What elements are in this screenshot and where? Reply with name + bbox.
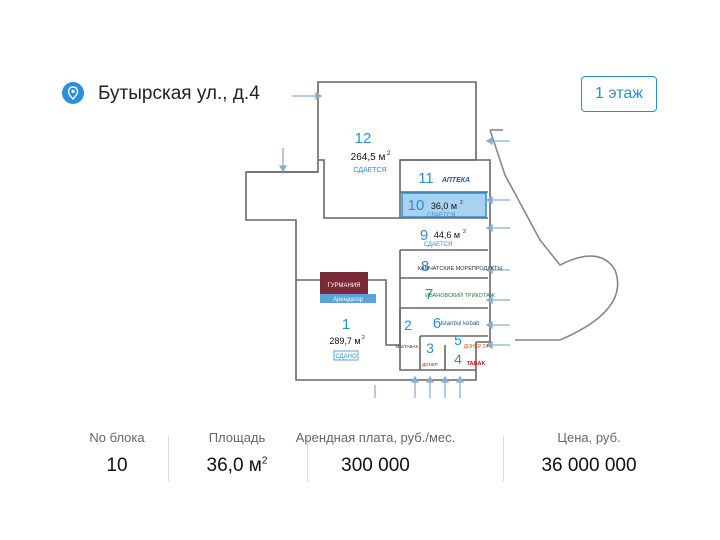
unit-1-area: 289,7 м bbox=[329, 336, 360, 346]
tenant-kamchatskie: КАМЧАТСКИЕ МОРЕПРОДУКТЫ bbox=[418, 266, 503, 272]
location-pin-glyph bbox=[67, 86, 79, 100]
stat-area-value: 36,0 м bbox=[206, 455, 262, 476]
unit-9-area-sup: 2 bbox=[463, 229, 466, 235]
unit-1-status-badge bbox=[333, 350, 359, 361]
unit-9-number: 9 bbox=[420, 227, 428, 244]
unit-1-area-sup: 2 bbox=[362, 335, 365, 341]
address-title: Бутырская ул., д.4 bbox=[98, 83, 260, 104]
unit-10-status: СДАЕТСЯ bbox=[427, 213, 456, 219]
stat-divider bbox=[168, 436, 169, 482]
tenant-apteka: АПТЕКА bbox=[441, 177, 470, 184]
tenant-istanbul-kebab: Istanbul kebab bbox=[440, 321, 480, 327]
unit-8-number: 8 bbox=[421, 258, 429, 275]
tenant-ivanovsky: ИВАНОВСКИЙ ТРИКОТАЖ bbox=[425, 291, 495, 299]
stat-price-value: 36 000 000 bbox=[541, 455, 637, 476]
stat-block-label: No блока bbox=[89, 430, 145, 445]
unit-10-number: 10 bbox=[408, 197, 425, 214]
unit-12-number: 12 bbox=[355, 130, 372, 147]
stat-block-value: 10 bbox=[106, 455, 128, 476]
unit-1-number: 1 bbox=[342, 316, 350, 333]
unit-3-number: 3 bbox=[426, 340, 434, 356]
stat-rent: Арендная плата, руб./мес. 300 000 bbox=[288, 430, 463, 477]
stat-area-sup: 2 bbox=[261, 455, 268, 467]
floor-plan: 12 11 10 9 8 7 6 5 4 3 2 1 264,5 м 2 СДА… bbox=[245, 81, 619, 398]
stat-price: Цена, руб. 36 000 000 bbox=[504, 430, 674, 477]
unit-10-area-sup: 2 bbox=[460, 200, 463, 206]
unit-2-number: 2 bbox=[404, 317, 412, 333]
unit-10-highlight[interactable] bbox=[401, 192, 487, 218]
stat-price-label: Цена, руб. bbox=[557, 430, 621, 445]
stat-divider bbox=[503, 436, 504, 482]
location-pin-icon bbox=[62, 82, 84, 104]
tenant-gurmania-logo bbox=[320, 272, 368, 294]
stat-area-label: Площадь bbox=[208, 430, 266, 445]
unit-1-status: СДАНО bbox=[335, 354, 357, 360]
stat-rent-value: 300 000 bbox=[341, 455, 410, 476]
unit-9-area: 44,6 м bbox=[434, 230, 460, 240]
unit-12-status: СДАЕТСЯ bbox=[353, 167, 386, 174]
stat-block: No блока 10 bbox=[32, 430, 202, 477]
tenant-doner-24: ДОНЕР 24 bbox=[464, 344, 489, 350]
unit-11-number: 11 bbox=[418, 170, 434, 187]
tenant-mastabak: MasTABAK bbox=[396, 344, 419, 349]
stat-rent-label: Арендная плата, руб./мес. bbox=[295, 430, 456, 445]
tenant-gurmania-sub-badge bbox=[320, 294, 376, 303]
tenant-tabak: TABAK bbox=[467, 361, 486, 367]
unit-10-area: 36,0 м bbox=[431, 201, 457, 211]
stats-row: No блока 10 Площадь 36,0 м2 Арендная пла… bbox=[0, 430, 720, 490]
stat-area: Площадь 36,0 м2 bbox=[152, 430, 322, 477]
unit-6-number: 6 bbox=[433, 315, 441, 332]
unit-12-area: 264,5 м bbox=[351, 152, 386, 163]
stat-divider bbox=[307, 436, 308, 482]
floor-selector-button[interactable]: 1 этаж bbox=[581, 76, 657, 112]
unit-7-number: 7 bbox=[425, 286, 433, 303]
unit-9-status: СДАЕТСЯ bbox=[424, 242, 453, 248]
stat-area-value-wrap: 36,0 м2 bbox=[152, 455, 322, 477]
unit-5-number: 5 bbox=[454, 332, 462, 348]
tenant-doner: ДОНЕР bbox=[422, 362, 438, 367]
unit-4-number: 4 bbox=[454, 351, 462, 367]
tenant-gurmania-sub: Арендатор bbox=[333, 297, 364, 303]
unit-12-area-sup: 2 bbox=[387, 151, 391, 157]
tenant-gurmania: ГУРМАНИЯ bbox=[328, 283, 361, 289]
